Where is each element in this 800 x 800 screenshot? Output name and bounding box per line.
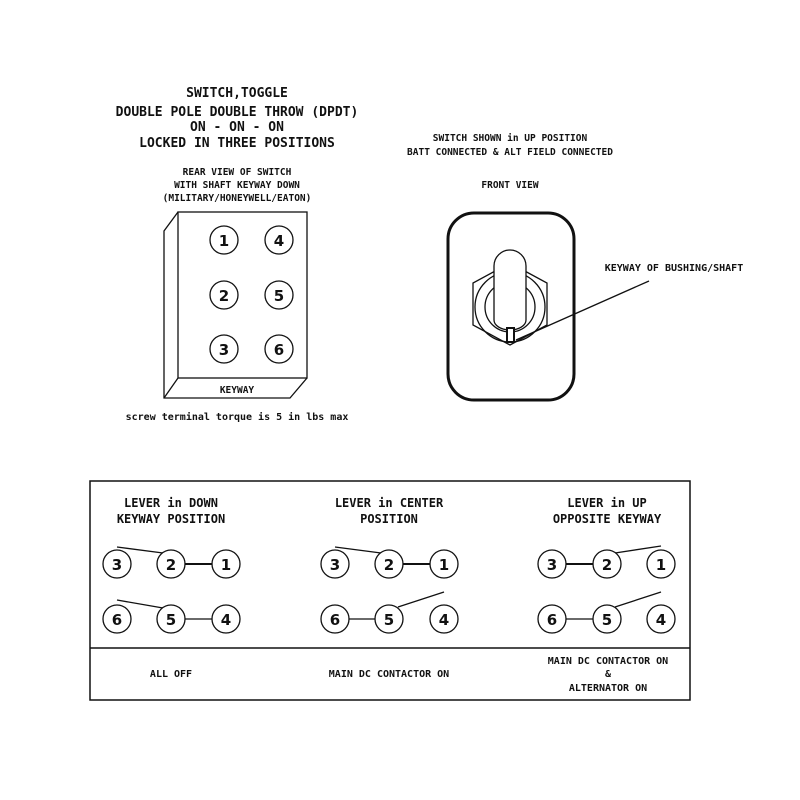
title-line-2: DOUBLE POLE DOUBLE THROW (DPDT) <box>116 105 359 120</box>
svg-text:5: 5 <box>602 611 612 629</box>
svg-text:1: 1 <box>219 232 229 250</box>
position-header: LEVER in DOWN <box>124 496 218 510</box>
position-header: OPPOSITE KEYWAY <box>553 512 662 526</box>
svg-text:3: 3 <box>547 556 557 574</box>
front-view: SWITCH SHOWN in UP POSITION BATT CONNECT… <box>407 133 743 402</box>
position-result: MAIN DC CONTACTOR ON <box>548 656 668 667</box>
keyway-callout: KEYWAY OF BUSHING/SHAFT <box>605 263 743 274</box>
svg-text:2: 2 <box>166 556 176 574</box>
position-result: MAIN DC CONTACTOR ON <box>329 669 449 680</box>
position-down: LEVER in DOWN KEYWAY POSITION 3 2 1 6 5 … <box>102 496 241 680</box>
terminal-1: 1 <box>209 225 239 255</box>
keyway-slot <box>506 327 515 343</box>
position-center: LEVER in CENTER POSITION 3 2 1 6 5 4 MAI… <box>320 496 459 680</box>
svg-text:2: 2 <box>384 556 394 574</box>
position-header: POSITION <box>360 512 418 526</box>
terminal-6: 6 <box>264 334 294 364</box>
terminal-3: 3 <box>209 334 239 364</box>
svg-text:4: 4 <box>656 611 666 629</box>
keyway-leader-line <box>515 280 650 341</box>
position-header: LEVER in CENTER <box>335 496 444 510</box>
hex-nut <box>472 262 548 346</box>
svg-text:4: 4 <box>274 232 284 250</box>
svg-text:6: 6 <box>112 611 122 629</box>
svg-text:6: 6 <box>274 341 284 359</box>
svg-text:3: 3 <box>112 556 122 574</box>
svg-text:2: 2 <box>219 287 229 305</box>
title-block: SWITCH,TOGGLE DOUBLE POLE DOUBLE THROW (… <box>116 86 359 151</box>
rear-view-caption-2: WITH SHAFT KEYWAY DOWN <box>174 180 300 191</box>
terminal-4: 4 <box>264 225 294 255</box>
terminal-2: 2 <box>209 280 239 310</box>
front-note-1: SWITCH SHOWN in UP POSITION <box>433 133 588 144</box>
position-result: & <box>605 669 612 680</box>
rear-view-caption-3: (MILITARY/HONEYWELL/EATON) <box>163 193 312 204</box>
rear-view-caption-1: REAR VIEW OF SWITCH <box>183 167 292 178</box>
svg-text:2: 2 <box>602 556 612 574</box>
title-line-1: SWITCH,TOGGLE <box>186 86 288 101</box>
position-result: ALTERNATOR ON <box>569 683 647 694</box>
position-header: KEYWAY POSITION <box>117 512 225 526</box>
position-up: LEVER in UP OPPOSITE KEYWAY 3 2 1 6 5 4 … <box>537 496 676 694</box>
position-result: ALL OFF <box>150 669 192 680</box>
svg-text:1: 1 <box>656 556 666 574</box>
svg-text:5: 5 <box>166 611 176 629</box>
title-line-4: LOCKED IN THREE POSITIONS <box>139 136 335 151</box>
svg-text:4: 4 <box>439 611 449 629</box>
keyway-label: KEYWAY <box>220 385 255 396</box>
terminal-5: 5 <box>264 280 294 310</box>
svg-text:4: 4 <box>221 611 231 629</box>
mounting-plate <box>446 211 576 402</box>
position-header: LEVER in UP <box>567 496 646 510</box>
svg-text:6: 6 <box>330 611 340 629</box>
svg-text:5: 5 <box>384 611 394 629</box>
torque-note: screw terminal torque is 5 in lbs max <box>126 411 349 423</box>
svg-text:6: 6 <box>547 611 557 629</box>
toggle-lever <box>493 249 527 331</box>
svg-text:3: 3 <box>219 341 229 359</box>
svg-text:1: 1 <box>221 556 231 574</box>
positions-table: LEVER in DOWN KEYWAY POSITION 3 2 1 6 5 … <box>89 480 691 701</box>
svg-text:3: 3 <box>330 556 340 574</box>
front-view-label: FRONT VIEW <box>481 180 538 191</box>
title-line-3: ON - ON - ON <box>190 120 284 135</box>
svg-text:5: 5 <box>274 287 284 305</box>
svg-text:1: 1 <box>439 556 449 574</box>
switch-body-outline <box>163 211 308 399</box>
front-note-2: BATT CONNECTED & ALT FIELD CONNECTED <box>407 147 613 158</box>
rear-view: REAR VIEW OF SWITCH WITH SHAFT KEYWAY DO… <box>126 167 349 423</box>
